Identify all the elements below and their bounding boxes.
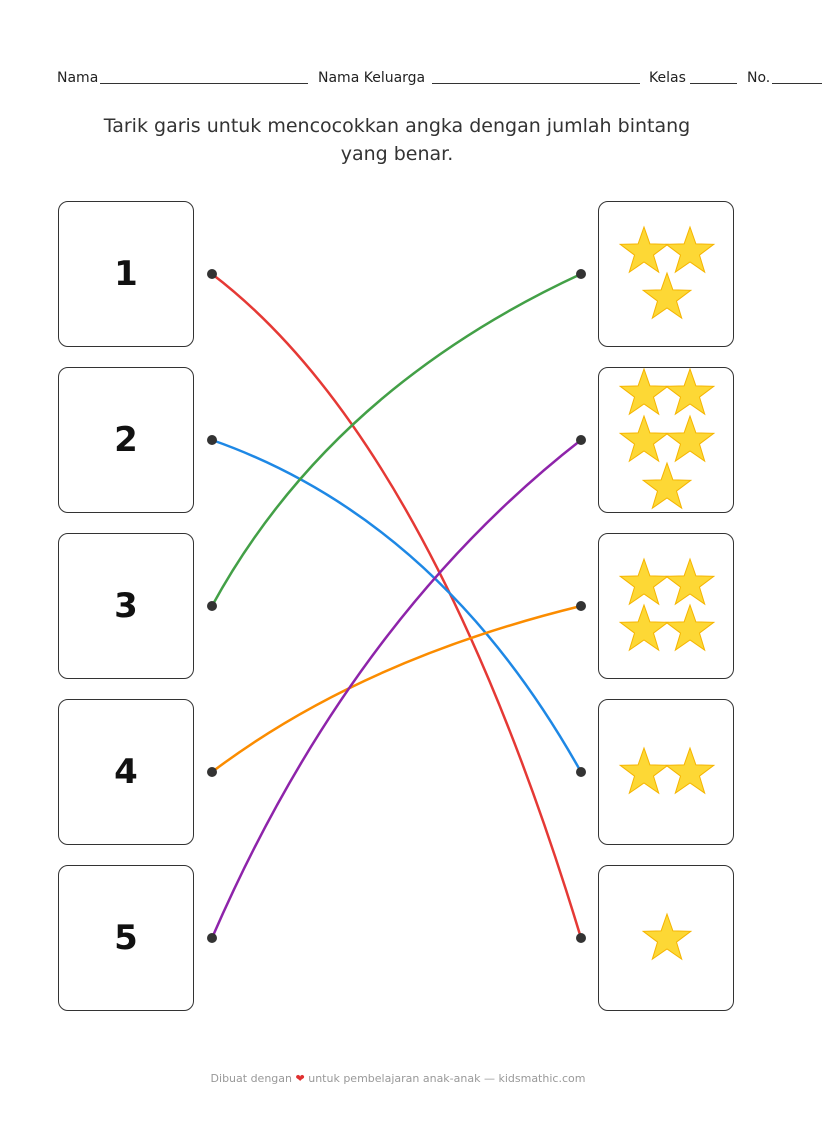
footer-text-start: Dibuat dengan [210, 1072, 292, 1085]
star-icon [618, 413, 669, 462]
star-icon [641, 270, 692, 319]
footer: Dibuat dengan ❤ untuk pembelajaran anak-… [0, 1072, 796, 1085]
star-icon [664, 745, 715, 794]
number-box-3[interactable]: 3 [58, 533, 194, 679]
star-box-4[interactable] [598, 533, 734, 679]
right-connector-dot[interactable] [576, 767, 586, 777]
left-connector-dot[interactable] [207, 601, 217, 611]
star-box-3[interactable] [598, 201, 734, 347]
right-connector-dot[interactable] [576, 435, 586, 445]
star-icon [618, 556, 669, 605]
left-connector-dot[interactable] [207, 767, 217, 777]
left-connector-dot[interactable] [207, 269, 217, 279]
number-label: No. [747, 70, 771, 86]
name-label: Nama [57, 70, 99, 86]
instruction-text: Tarik garis untuk mencocokkan angka deng… [103, 115, 691, 165]
heart-icon: ❤ [295, 1072, 305, 1085]
left-connector-dot[interactable] [207, 435, 217, 445]
number-label: 2 [114, 420, 138, 460]
number-box-2[interactable]: 2 [58, 367, 194, 513]
match-line-5 [210, 439, 582, 939]
number-label: 3 [114, 586, 138, 626]
class-field[interactable] [690, 83, 737, 84]
star-icon [664, 366, 715, 415]
match-line-1 [211, 273, 583, 939]
right-connector-dot[interactable] [576, 601, 586, 611]
star-icon [618, 745, 669, 794]
match-line-4 [211, 604, 582, 773]
family-name-field[interactable] [432, 83, 640, 84]
match-line-2 [211, 438, 583, 773]
number-box-4[interactable]: 4 [58, 699, 194, 845]
footer-text-end: untuk pembelajaran anak-anak — kidsmathi… [308, 1072, 586, 1085]
number-label: 5 [114, 918, 138, 958]
number-box-5[interactable]: 5 [58, 865, 194, 1011]
class-label: Kelas [649, 70, 686, 86]
number-box-1[interactable]: 1 [58, 201, 194, 347]
match-line-3 [210, 272, 582, 607]
name-field[interactable] [100, 83, 308, 84]
star-icon [618, 366, 669, 415]
right-connector-dot[interactable] [576, 933, 586, 943]
star-icon [664, 413, 715, 462]
number-label: 4 [114, 752, 138, 792]
star-icon [618, 224, 669, 273]
star-box-5[interactable] [598, 366, 734, 513]
left-connector-dot[interactable] [207, 933, 217, 943]
star-icon [618, 602, 669, 651]
number-label: 1 [114, 254, 138, 294]
star-icon [664, 556, 715, 605]
star-box-2[interactable] [598, 699, 734, 845]
star-icon [664, 224, 715, 273]
family-name-label: Nama Keluarga [318, 70, 426, 86]
star-icon [664, 602, 715, 651]
star-icon [641, 460, 692, 509]
star-box-1[interactable] [598, 865, 734, 1011]
right-connector-dot[interactable] [576, 269, 586, 279]
number-field[interactable] [772, 83, 822, 84]
star-icon [641, 911, 692, 960]
